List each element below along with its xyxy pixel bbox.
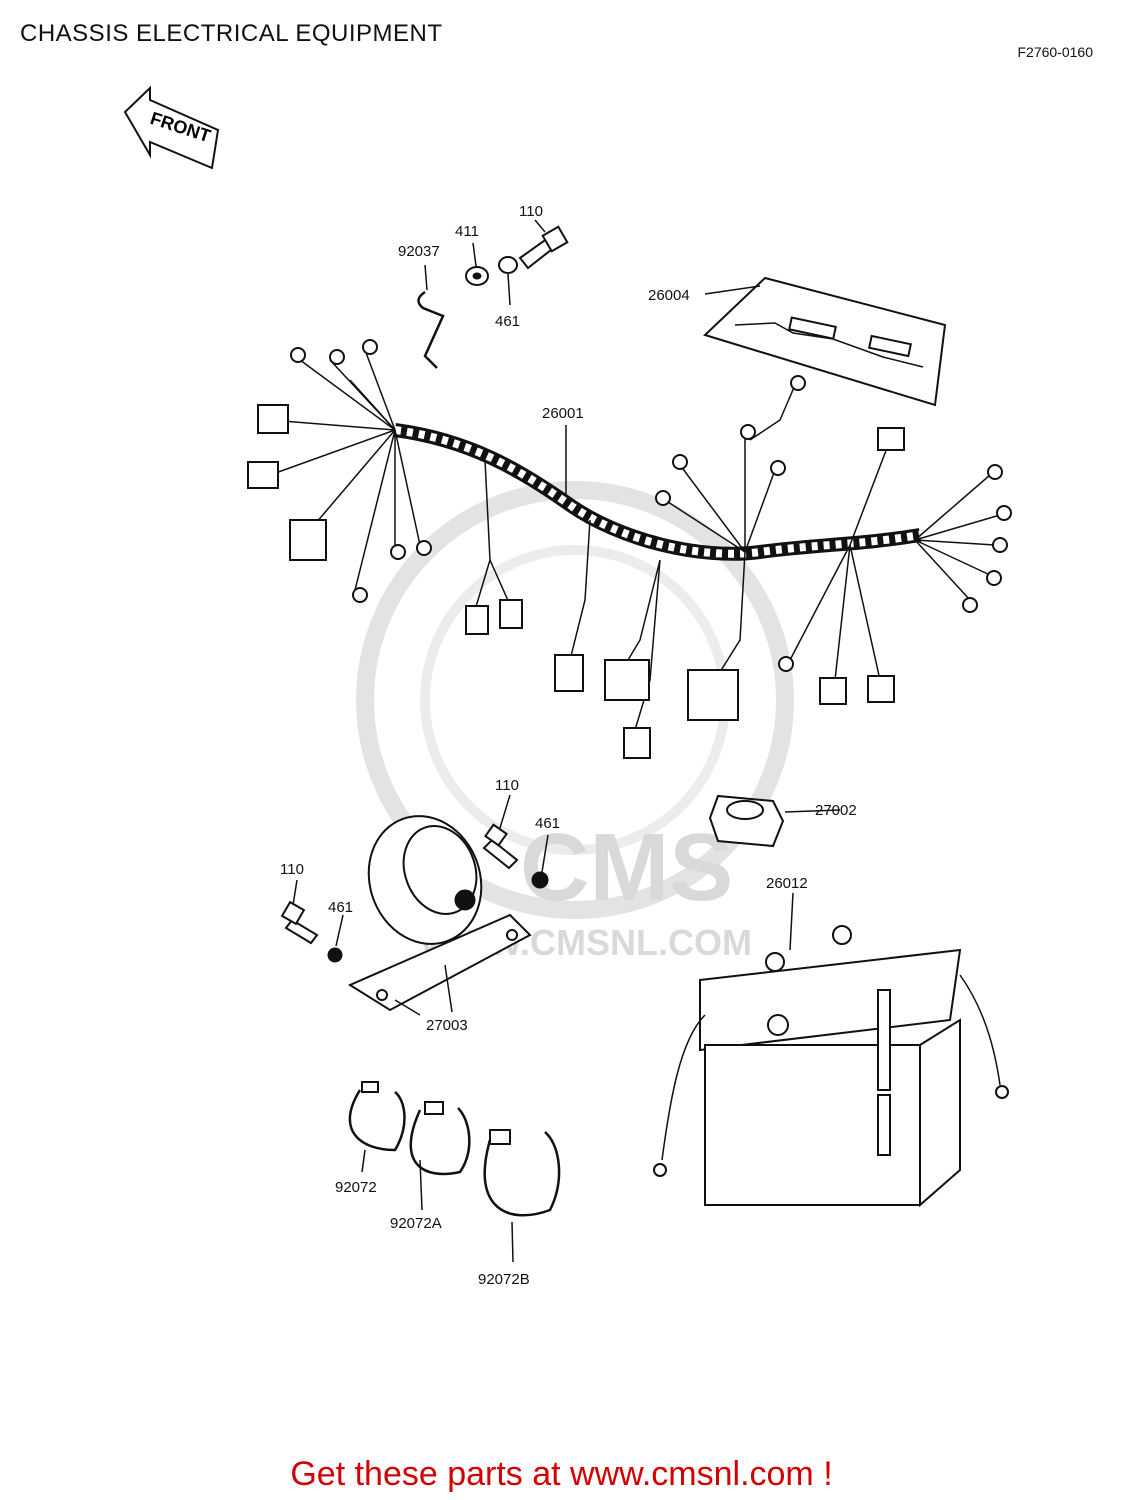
page-title: CHASSIS ELECTRICAL EQUIPMENT	[20, 20, 443, 47]
part-label-110-left: 110	[280, 861, 304, 878]
front-arrow: FRONT	[123, 85, 220, 170]
part-label-26012: 26012	[766, 875, 808, 892]
connector	[289, 519, 327, 561]
figure-code: F2760-0160	[1017, 44, 1093, 60]
battery-26012	[653, 892, 1009, 1208]
part-label-92037: 92037	[398, 243, 440, 260]
part-label-110-mid: 110	[495, 777, 519, 794]
part-label-461-top: 461	[495, 313, 520, 330]
fuse-packet	[703, 276, 947, 407]
main-harness	[247, 339, 1012, 759]
footer-cta: Get these parts at www.cmsnl.com !	[0, 1455, 1123, 1494]
connector	[247, 461, 279, 489]
part-label-411: 411	[455, 223, 479, 240]
part-label-461-mid: 461	[535, 815, 560, 832]
part-label-92072: 92072	[335, 1179, 377, 1196]
battery-bands	[348, 1081, 561, 1263]
part-label-92072b: 92072B	[478, 1271, 530, 1288]
part-label-92072a: 92072A	[390, 1215, 442, 1232]
horn-27003	[280, 794, 549, 1016]
part-label-461-left: 461	[328, 899, 353, 916]
cmsnl-link[interactable]: Get these parts at www.cmsnl.com !	[290, 1455, 833, 1493]
relay-27002	[708, 794, 841, 848]
watermark-logo: CMS	[520, 814, 733, 921]
part-label-27003: 27003	[426, 1017, 468, 1034]
part-label-27002: 27002	[815, 802, 857, 819]
part-label-26001: 26001	[542, 405, 584, 422]
top-hardware	[417, 219, 569, 369]
part-label-26004: 26004	[648, 287, 690, 304]
part-label-110-top: 110	[519, 203, 543, 220]
connector	[257, 404, 289, 434]
